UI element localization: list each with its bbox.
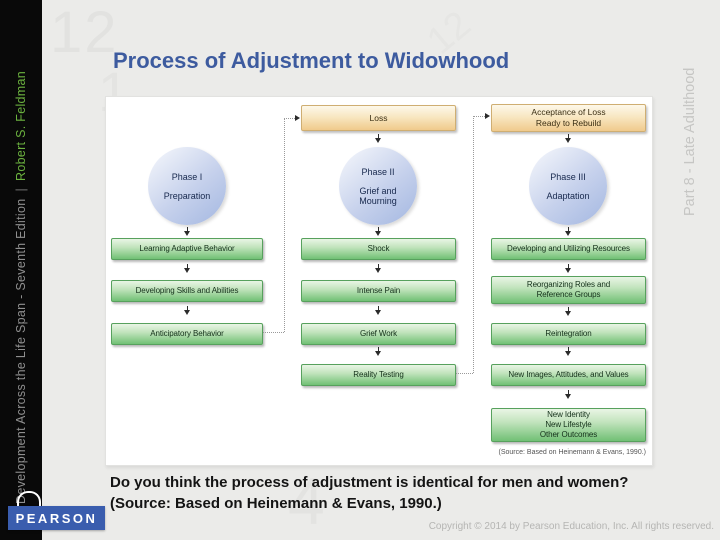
phase1-circle: Phase I Preparation [148, 147, 226, 225]
slide-title: Process of Adjustment to Widowhood [113, 48, 510, 73]
down-arrow-icon [375, 306, 381, 315]
step-box: Intense Pain [301, 280, 456, 302]
outcome-line2: New Lifestyle [545, 420, 592, 429]
down-arrow-icon [565, 134, 571, 143]
watermark-number: 4 [288, 464, 325, 538]
acceptance-box: Acceptance of Loss Ready to Rebuild [491, 104, 646, 132]
down-arrow-icon [565, 307, 571, 316]
dashed-connector [284, 118, 295, 119]
down-arrow-icon [184, 264, 190, 273]
watermark-number: 12 [50, 0, 119, 65]
acceptance-line1: Acceptance of Loss [531, 107, 606, 117]
author-text: Robert S. Feldman [14, 70, 28, 181]
step-box: Reorganizing Roles and Reference Groups [491, 276, 646, 304]
phase1-label: Preparation [163, 190, 211, 201]
down-arrow-icon [375, 264, 381, 273]
outcome-line1: New Identity [547, 410, 590, 419]
down-arrow-icon [565, 390, 571, 399]
dashed-connector [473, 116, 474, 373]
outcome-box: New Identity New Lifestyle Other Outcome… [491, 408, 646, 442]
down-arrow-icon [565, 264, 571, 273]
step-box: Developing Skills and Abilities [111, 280, 263, 302]
down-arrow-icon [565, 227, 571, 236]
loss-box: Loss [301, 105, 456, 131]
dashed-connector [473, 116, 485, 117]
down-arrow-icon [184, 227, 190, 236]
right-arrow-icon [295, 115, 300, 121]
question-text: Do you think the process of adjustment i… [110, 474, 629, 512]
down-arrow-icon [184, 306, 190, 315]
step-box: Reintegration [491, 323, 646, 345]
outcome-line3: Other Outcomes [539, 430, 598, 439]
step-box: Shock [301, 238, 456, 260]
step-box: New Images, Attitudes, and Values [491, 364, 646, 386]
part-label: Part 8 - Late Adulthood [682, 67, 698, 216]
loss-box-label: Loss [369, 112, 388, 123]
source-note: (Source: Based on Heinemann & Evans, 199… [498, 449, 646, 456]
acceptance-line2: Ready to Rebuild [535, 118, 602, 128]
phase3-name: Phase III [550, 171, 586, 182]
book-title-text: Development Across the Life Span - Seven… [14, 198, 28, 504]
left-sidebar [0, 0, 42, 540]
phase3-label: Adaptation [546, 190, 590, 201]
step-box: Developing and Utilizing Resources [491, 238, 646, 260]
down-arrow-icon [375, 134, 381, 143]
pearson-logo-text: PEARSON [15, 510, 98, 526]
phase2-circle: Phase II Grief and Mourning [339, 147, 417, 225]
step-box: Reality Testing [301, 364, 456, 386]
book-spine-text: Development Across the Life Span - Seven… [14, 16, 28, 504]
dashed-connector [284, 118, 285, 332]
dashed-connector [456, 373, 473, 374]
phase1-name: Phase I [171, 171, 203, 182]
step-box: Grief Work [301, 323, 456, 345]
diagram-panel: Loss Acceptance of Loss Ready to Rebuild… [105, 96, 653, 466]
phase2-name: Phase II [361, 166, 395, 177]
down-arrow-icon [375, 227, 381, 236]
phase3-circle: Phase III Adaptation [529, 147, 607, 225]
step-box: Learning Adaptive Behavior [111, 238, 263, 260]
spine-separator: | [14, 187, 28, 192]
pearson-logo: PEARSON [8, 506, 105, 530]
down-arrow-icon [565, 347, 571, 356]
down-arrow-icon [375, 347, 381, 356]
pearson-lamp-icon [17, 491, 41, 506]
dashed-connector [263, 332, 284, 333]
step-box: Anticipatory Behavior [111, 323, 263, 345]
phase2-label: Grief and Mourning [359, 185, 397, 206]
copyright-text: Copyright © 2014 by Pearson Education, I… [428, 521, 714, 532]
right-arrow-icon [485, 113, 490, 119]
